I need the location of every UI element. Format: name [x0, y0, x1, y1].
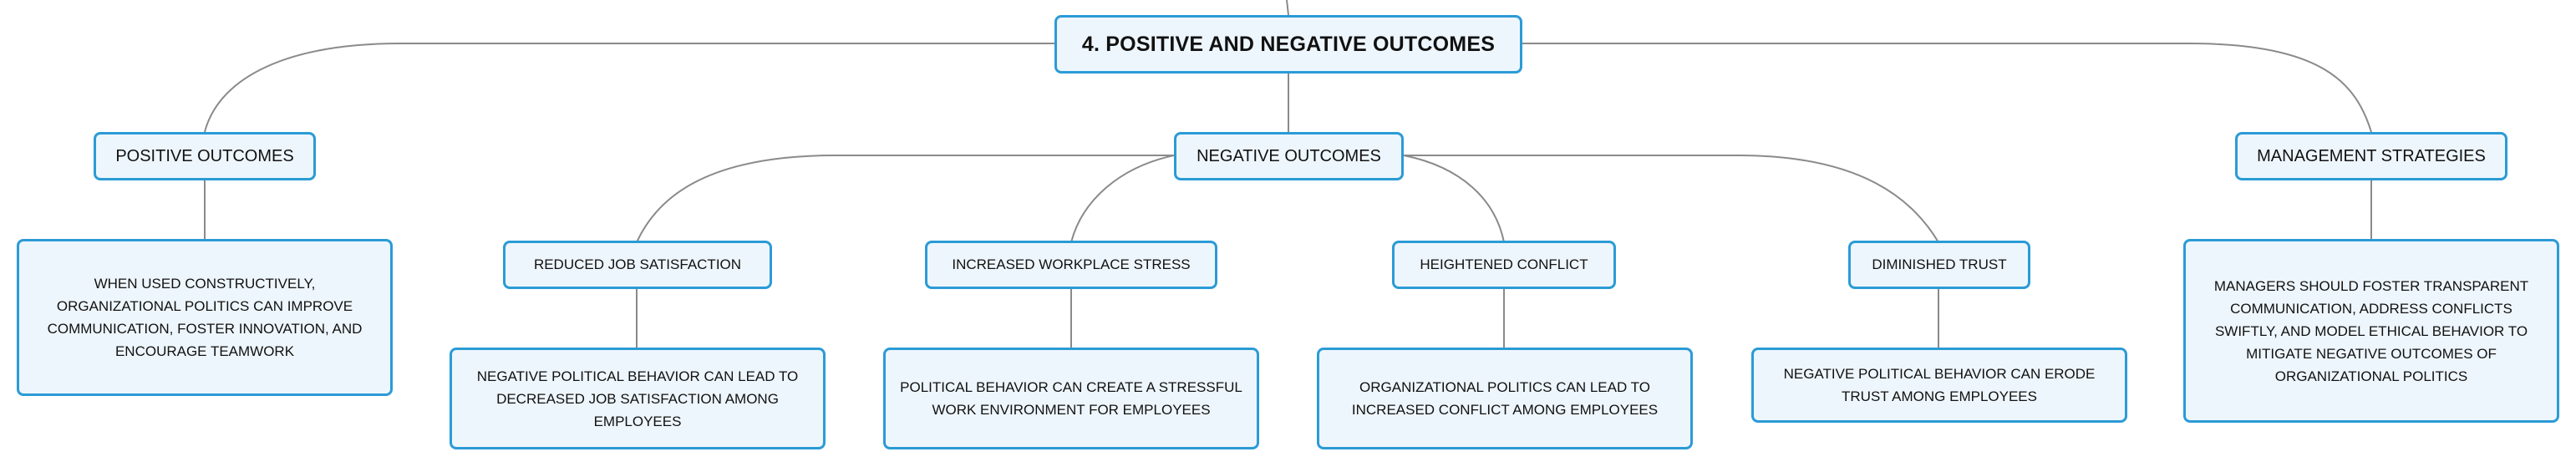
topic-reduced-job-satisfaction-label: REDUCED JOB SATISFACTION [533, 256, 742, 272]
connector-root-positive [204, 43, 1054, 133]
branch-positive-outcomes[interactable]: POSITIVE OUTCOMES [94, 132, 316, 180]
root-topic[interactable]: 4. POSITIVE AND NEGATIVE OUTCOMES [1054, 15, 1522, 74]
connector-negative-satisfaction [636, 155, 1174, 243]
connector-root-management [1522, 43, 2372, 133]
positive-outcomes-detail-text: WHEN USED CONSTRUCTIVELY, ORGANIZATIONAL… [47, 276, 363, 359]
branch-negative-outcomes[interactable]: NEGATIVE OUTCOMES [1174, 132, 1404, 180]
connector-negative-stress [1070, 155, 1175, 243]
diminished-trust-detail[interactable]: NEGATIVE POLITICAL BEHAVIOR CAN ERODE TR… [1751, 348, 2127, 423]
branch-management-strategies-label: MANAGEMENT STRATEGIES [2257, 146, 2486, 165]
reduced-job-satisfaction-detail[interactable]: NEGATIVE POLITICAL BEHAVIOR CAN LEAD TO … [450, 348, 826, 449]
diminished-trust-detail-text: NEGATIVE POLITICAL BEHAVIOR CAN ERODE TR… [1783, 366, 2096, 404]
root-topic-label: 4. POSITIVE AND NEGATIVE OUTCOMES [1081, 32, 1496, 56]
connector-negative-conflict [1403, 155, 1505, 243]
topic-increased-workplace-stress-label: INCREASED WORKPLACE STRESS [952, 256, 1191, 272]
branch-management-strategies[interactable]: MANAGEMENT STRATEGIES [2235, 132, 2507, 180]
topic-diminished-trust-label: DIMINISHED TRUST [1872, 256, 2007, 272]
topic-reduced-job-satisfaction[interactable]: REDUCED JOB SATISFACTION [503, 241, 772, 289]
increased-workplace-stress-detail-text: POLITICAL BEHAVIOR CAN CREATE A STRESSFU… [900, 379, 1242, 418]
topic-increased-workplace-stress[interactable]: INCREASED WORKPLACE STRESS [925, 241, 1217, 289]
connector-parent-root [1286, 0, 1289, 16]
management-strategies-detail[interactable]: MANAGERS SHOULD FOSTER TRANSPARENT COMMU… [2183, 239, 2559, 423]
branch-positive-outcomes-label: POSITIVE OUTCOMES [115, 146, 294, 165]
management-strategies-detail-text: MANAGERS SHOULD FOSTER TRANSPARENT COMMU… [2213, 277, 2529, 384]
topic-diminished-trust[interactable]: DIMINISHED TRUST [1848, 241, 2030, 289]
connector-negative-trust [1404, 155, 1939, 243]
topic-heightened-conflict-label: HEIGHTENED CONFLICT [1420, 256, 1588, 272]
branch-negative-outcomes-label: NEGATIVE OUTCOMES [1197, 146, 1381, 165]
topic-heightened-conflict[interactable]: HEIGHTENED CONFLICT [1392, 241, 1616, 289]
reduced-job-satisfaction-detail-text: NEGATIVE POLITICAL BEHAVIOR CAN LEAD TO … [476, 368, 799, 429]
increased-workplace-stress-detail[interactable]: POLITICAL BEHAVIOR CAN CREATE A STRESSFU… [883, 348, 1259, 449]
heightened-conflict-detail[interactable]: ORGANIZATIONAL POLITICS CAN LEAD TO INCR… [1317, 348, 1693, 449]
heightened-conflict-detail-text: ORGANIZATIONAL POLITICS CAN LEAD TO INCR… [1351, 379, 1659, 418]
positive-outcomes-detail[interactable]: WHEN USED CONSTRUCTIVELY, ORGANIZATIONAL… [17, 239, 393, 396]
